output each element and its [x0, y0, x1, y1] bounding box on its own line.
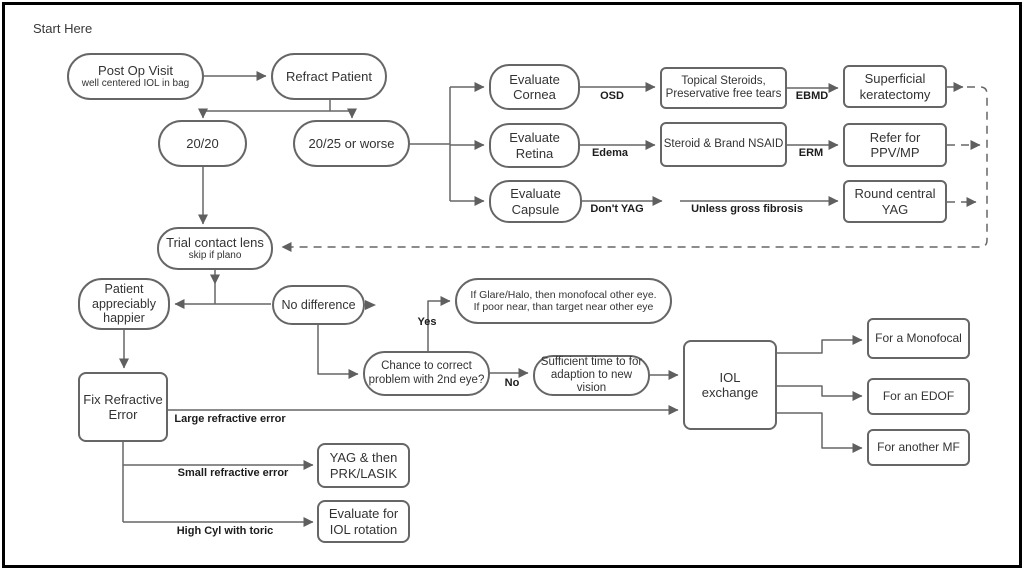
node-evaluate-cornea: Evaluate Cornea: [489, 64, 580, 110]
edge-label-high-cyl-with-toric: High Cyl with toric: [176, 525, 274, 537]
node-steroid-nsaid: Steroid & Brand NSAID: [660, 122, 787, 167]
node-fix-refractive-error: Fix Refractive Error: [78, 372, 168, 442]
node-label: Refract Patient: [286, 68, 372, 84]
node-label: Post Op Visit: [98, 63, 173, 79]
connector-iol-anothermf: [777, 412, 863, 453]
node-label: Error: [108, 407, 138, 422]
node-label: PPV/MP: [870, 145, 920, 160]
node-evaluate-capsule: Evaluate Capsule: [489, 180, 582, 223]
node-chance-correct-2nd-eye: Chance to correct problem with 2nd eye?: [363, 351, 490, 396]
connector-refract-split: [203, 100, 352, 112]
edge-label-osd: OSD: [600, 90, 624, 102]
edge-label-large-refractive-error: Large refractive error: [174, 413, 286, 425]
edge-label-yes: Yes: [417, 316, 437, 328]
node-iol-exchange: IOL exchange: [683, 340, 777, 430]
node-round-central-yag: Round central YAG: [843, 180, 947, 223]
node-label: Retina: [515, 145, 554, 161]
node-topical-steroids: Topical Steroids, Preservative free tear…: [660, 67, 787, 109]
edge-label-unless-gross-fibrosis: Unless gross fibrosis: [691, 203, 803, 215]
node-20-25-or-worse: 20/25 or worse: [293, 120, 410, 167]
node-label: If Glare/Halo, then monofocal other eye.: [470, 288, 657, 301]
node-label: Patient: [104, 282, 144, 297]
node-yag-prk-lasik: YAG & then PRK/LASIK: [317, 443, 410, 488]
node-label: adaption to new vision: [550, 368, 633, 395]
node-evaluate-retina: Evaluate Retina: [489, 123, 580, 168]
node-refer-ppv-mp: Refer for PPV/MP: [843, 123, 947, 167]
node-label: Cornea: [513, 87, 556, 102]
node-sufficient-time-adaption: Sufficient time to for adaption to new v…: [533, 355, 650, 396]
node-for-an-edof: For an EDOF: [867, 378, 970, 415]
node-label: For an EDOF: [882, 388, 955, 403]
node-label: Trial contact lens: [166, 235, 264, 251]
node-label: Capsule: [511, 201, 560, 217]
node-refract-patient: Refract Patient: [271, 53, 387, 100]
node-for-another-mf: For another MF: [867, 429, 970, 466]
node-evaluate-iol-rotation: Evaluate for IOL rotation: [317, 500, 410, 543]
edge-label-ebmd: EBMD: [795, 90, 829, 102]
node-label: appreciably: [92, 296, 156, 311]
node-superficial-keratectomy: Superficial keratectomy: [843, 65, 947, 108]
edge-label-no: No: [504, 377, 520, 389]
edge-label-small-refractive-error: Small refractive error: [177, 467, 289, 479]
node-label: YAG & then: [329, 450, 398, 466]
node-label: Fix Refractive: [83, 391, 163, 407]
node-label: Topical Steroids,: [681, 74, 766, 87]
edge-label-erm: ERM: [798, 147, 824, 159]
node-label: Sufficient time to for: [540, 355, 643, 368]
node-label: exchange: [701, 385, 759, 400]
node-no-difference: No difference: [272, 285, 365, 325]
connector-iol-edof: [777, 385, 863, 401]
node-label: YAG: [881, 201, 909, 217]
node-sublabel: skip if plano: [188, 250, 242, 262]
node-label: Evaluate for: [328, 506, 399, 522]
node-label: Evaluate: [509, 130, 560, 146]
node-label: IOL: [719, 369, 741, 385]
node-label: Evaluate: [509, 71, 560, 87]
start-here-label: Start Here: [33, 21, 93, 36]
node-label: Refer for: [869, 129, 921, 145]
node-label: If poor near, than target near other eye: [473, 301, 654, 313]
node-label: Steroid & Brand NSAID: [663, 137, 784, 150]
node-label: Evaluate: [510, 186, 561, 202]
connector-iol-monofocal: [777, 335, 863, 354]
connector-nodifference-chance: [317, 325, 359, 379]
node-for-a-monofocal: For a Monofocal: [867, 318, 970, 359]
node-label: IOL rotation: [329, 521, 398, 537]
node-label: keratectomy: [859, 86, 931, 102]
node-20-20: 20/20: [158, 120, 247, 167]
connector-loop-trial: [281, 86, 988, 252]
node-label: problem with 2nd eye?: [368, 373, 485, 386]
connector-2025-branch: [410, 87, 451, 201]
node-glare-halo-note: If Glare/Halo, then monofocal other eye.…: [455, 278, 672, 324]
node-label: Superficial: [864, 71, 926, 87]
node-sublabel: well centered IOL in bag: [81, 78, 190, 90]
node-label: 20/20: [186, 135, 219, 151]
node-patient-happier: Patient appreciably happier: [78, 278, 170, 330]
edge-label-dont-yag: Don't YAG: [590, 203, 644, 215]
node-label: 20/25 or worse: [308, 135, 395, 151]
arrowhead-nodifference-right: [365, 300, 376, 310]
node-label: Chance to correct: [381, 360, 472, 373]
edge-label-edema: Edema: [591, 147, 629, 159]
node-label: Round central: [854, 186, 936, 202]
node-label: happier: [103, 311, 145, 326]
node-trial-contact-lens: Trial contact lens skip if plano: [157, 227, 273, 270]
node-label: For another MF: [877, 439, 960, 454]
node-label: For a Monofocal: [875, 330, 962, 345]
node-label: PRK/LASIK: [329, 465, 398, 481]
node-label: Preservative free tears: [665, 88, 782, 100]
node-label: No difference: [281, 297, 356, 312]
node-post-op-visit: Post Op Visit well centered IOL in bag: [67, 53, 204, 100]
